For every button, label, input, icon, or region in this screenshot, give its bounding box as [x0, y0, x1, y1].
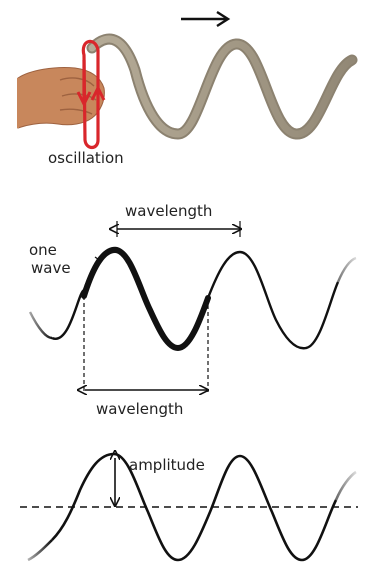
wavelength-bottom-label: wavelength: [96, 400, 183, 418]
wave-label: wave: [31, 259, 71, 277]
amplitude-label: amplitude: [129, 456, 205, 474]
one-label: one: [29, 241, 57, 259]
panel-amplitude: amplitude: [20, 454, 358, 560]
panel-wavelength: wavelength one wave wavelength: [29, 202, 356, 418]
wavelength-top-label: wavelength: [125, 202, 212, 220]
oscillation-label: oscillation: [48, 149, 124, 167]
hand-icon: [18, 67, 104, 128]
rope-highlight: [92, 39, 352, 134]
one-wave-thick: [84, 250, 208, 348]
panel-oscillation: oscillation: [18, 12, 352, 167]
right-arrow-icon: [181, 12, 228, 26]
